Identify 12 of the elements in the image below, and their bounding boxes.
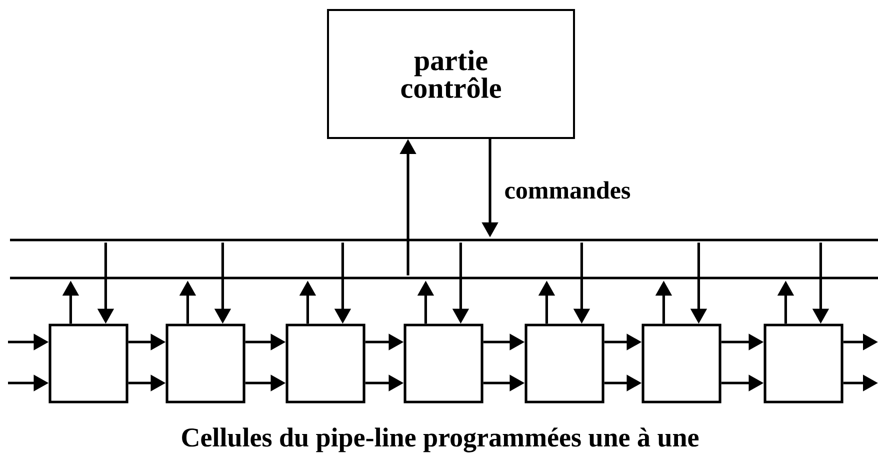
cell-box	[286, 324, 366, 404]
cell-box	[642, 324, 722, 404]
caption: Cellules du pipe-line programmées une à une	[182, 428, 699, 452]
cell-box	[48, 324, 128, 404]
cell-box	[764, 324, 844, 404]
cell-box	[524, 324, 604, 404]
cell-box	[404, 324, 484, 404]
bus-line	[10, 276, 878, 280]
control-box: partie contrôle	[327, 9, 575, 139]
cell-box	[166, 324, 246, 404]
bus-line	[10, 238, 878, 242]
edge-label: commandes	[503, 180, 632, 200]
